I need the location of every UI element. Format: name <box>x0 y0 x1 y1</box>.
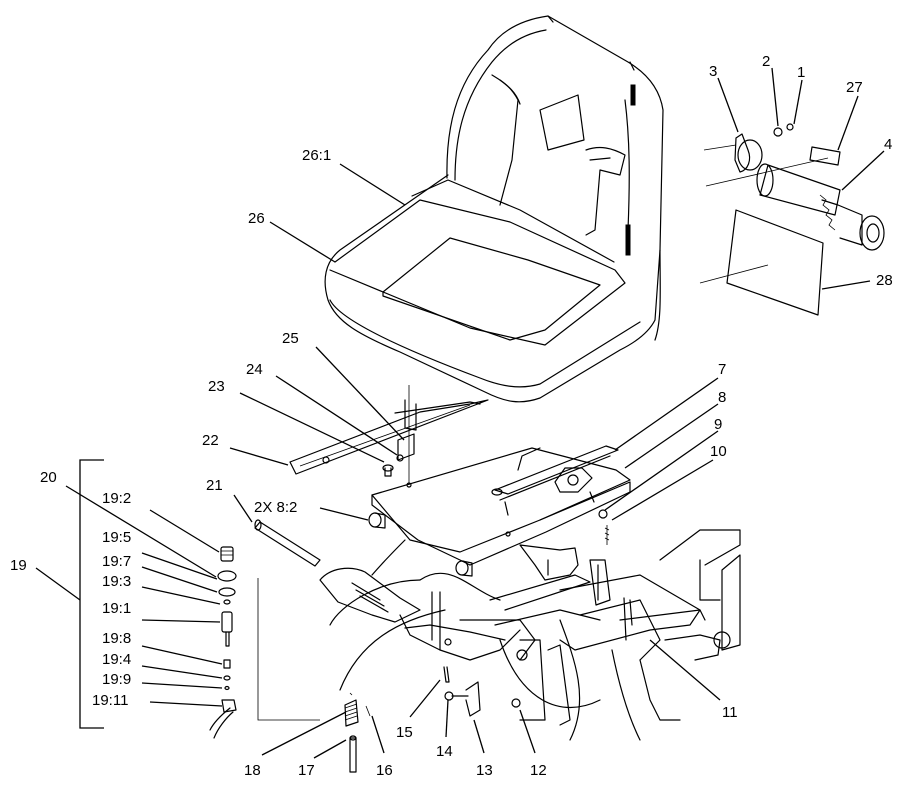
callout-27: 27 <box>846 79 863 96</box>
callout-28: 28 <box>876 272 893 289</box>
seat-mount-plate <box>289 385 631 577</box>
callout-24: 24 <box>246 361 263 378</box>
callout-19-8: 19:8 <box>102 630 131 647</box>
callout-14: 14 <box>436 743 453 760</box>
callout-19-2: 19:2 <box>102 490 131 507</box>
tractor-frame <box>209 529 741 741</box>
callout-labels: 1 2 3 27 4 28 26:1 26 25 24 23 22 21 2X … <box>10 53 893 779</box>
manual-tube-assembly <box>699 123 885 316</box>
callout-19-9: 19:9 <box>102 671 131 688</box>
callout-19-11: 19:11 <box>92 692 128 709</box>
callout-9: 9 <box>714 416 722 433</box>
callout-19: 19 <box>10 557 27 574</box>
callout-19-4: 19:4 <box>102 651 131 668</box>
callout-15: 15 <box>396 724 413 741</box>
callout-2: 2 <box>762 53 770 70</box>
seat-switch-stack <box>79 459 321 729</box>
callout-11: 11 <box>722 704 738 721</box>
callout-3: 3 <box>709 63 717 80</box>
callout-19-3: 19:3 <box>102 573 131 590</box>
callout-16: 16 <box>376 762 393 779</box>
seat-part-26 <box>324 15 664 403</box>
callout-10: 10 <box>710 443 727 460</box>
callout-20: 20 <box>40 469 57 486</box>
callout-8: 8 <box>718 389 726 406</box>
leader-lines <box>35 67 885 759</box>
lower-hardware <box>344 666 521 773</box>
callout-26-1: 26:1 <box>302 147 331 164</box>
callout-12: 12 <box>530 762 547 779</box>
callout-17: 17 <box>298 762 315 779</box>
callout-7: 7 <box>718 361 726 378</box>
callout-22: 22 <box>202 432 219 449</box>
callout-21: 21 <box>206 477 223 494</box>
callout-19-1: 19:1 <box>102 600 131 617</box>
callout-19-5: 19:5 <box>102 529 131 546</box>
callout-2x-8-2: 2X 8:2 <box>254 499 297 516</box>
callout-1: 1 <box>797 64 805 81</box>
callout-19-7: 19:7 <box>102 553 131 570</box>
callout-4: 4 <box>884 136 892 153</box>
callout-26: 26 <box>248 210 265 227</box>
callout-25: 25 <box>282 330 299 347</box>
callout-13: 13 <box>476 762 493 779</box>
callout-23: 23 <box>208 378 225 395</box>
callout-18: 18 <box>244 762 261 779</box>
